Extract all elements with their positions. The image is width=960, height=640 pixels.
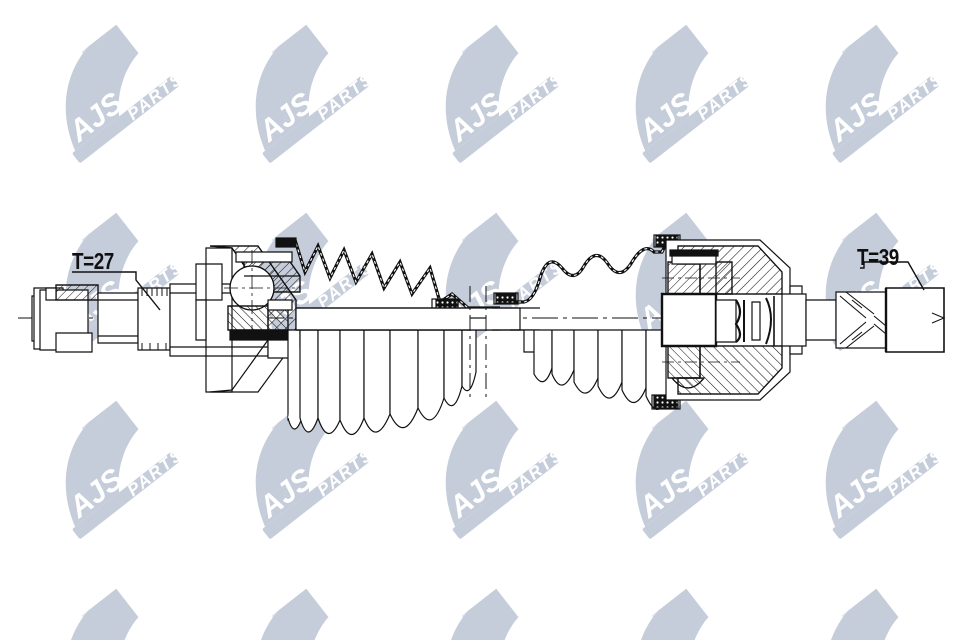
boot-clamp (495, 293, 517, 304)
inner-boot (493, 234, 681, 411)
spline-count-label-left: T=27 (72, 248, 114, 274)
inner-tripod-joint (660, 239, 837, 401)
splined-output-shaft (835, 287, 946, 353)
outer-boot (275, 237, 500, 436)
boot-clamp (275, 237, 297, 248)
leader-line-right (860, 261, 925, 291)
spline-count-label-right: T=39 (857, 244, 899, 270)
break-line (469, 286, 487, 398)
leader-line-left (72, 271, 161, 311)
